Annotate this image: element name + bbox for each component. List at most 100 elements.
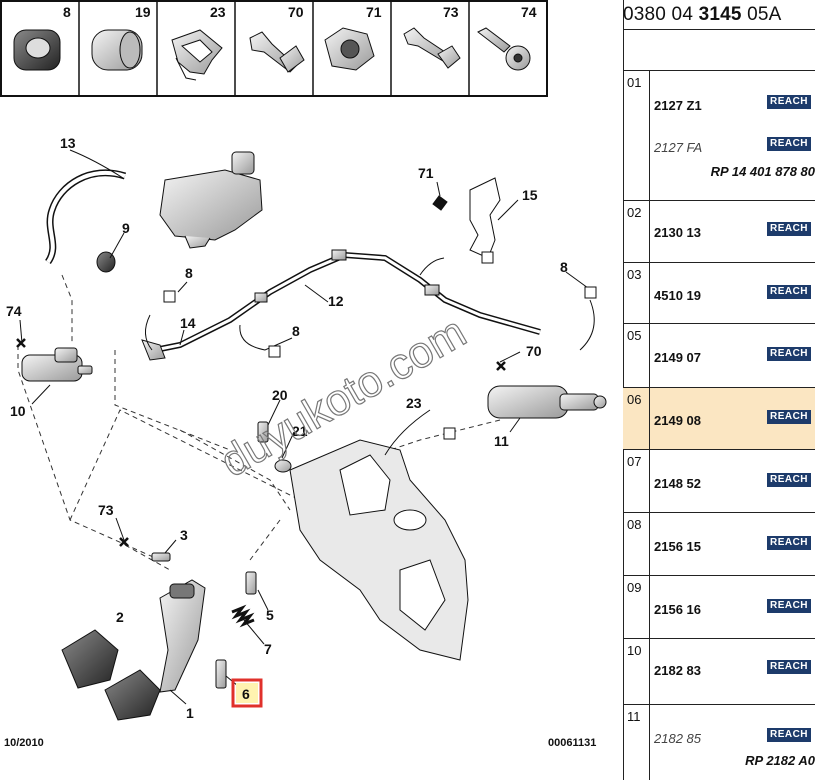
reach-badge: REACH bbox=[767, 599, 811, 613]
callout-14: 14 bbox=[180, 315, 196, 331]
pin-3 bbox=[151, 552, 171, 562]
parts-row-07[interactable]: 07 2148 52 REACH bbox=[623, 450, 815, 513]
reference-prefix: 0380 04 bbox=[623, 4, 694, 25]
nut-icon bbox=[324, 27, 375, 71]
callout-7: 7 bbox=[264, 641, 272, 657]
reach-badge: REACH bbox=[767, 137, 811, 151]
callout-71: 71 bbox=[418, 165, 434, 181]
parts-row-10[interactable]: 10 2182 83 REACH bbox=[623, 639, 815, 705]
reference-number: 0380 04 3145 05A bbox=[623, 0, 815, 29]
callout-74: 74 bbox=[6, 303, 22, 319]
legend-label-8: 8 bbox=[63, 4, 71, 20]
part-code[interactable]: 2156 16 bbox=[654, 602, 701, 617]
threaded-bolt-icon bbox=[403, 27, 461, 69]
callout-1: 1 bbox=[186, 705, 194, 721]
part-code-alt[interactable]: 2127 FA bbox=[654, 140, 703, 155]
hose-13 bbox=[44, 169, 127, 265]
parts-row-08[interactable]: 08 2156 15 REACH bbox=[623, 513, 815, 576]
marker-cross-74 bbox=[16, 338, 26, 348]
part-code[interactable]: 2149 07 bbox=[654, 350, 701, 365]
reach-badge: REACH bbox=[767, 95, 811, 109]
row-number: 11 bbox=[623, 705, 650, 780]
parts-row-09[interactable]: 09 2156 16 REACH bbox=[623, 576, 815, 639]
callout-8c: 8 bbox=[560, 259, 568, 275]
pipe-12 bbox=[154, 251, 541, 353]
legend-label-23: 23 bbox=[210, 4, 226, 20]
row-number: 10 bbox=[623, 639, 650, 704]
callout-5: 5 bbox=[266, 607, 274, 623]
pin-6 bbox=[215, 659, 227, 689]
bolt-20 bbox=[257, 421, 269, 443]
callout-8a: 8 bbox=[185, 265, 193, 281]
row-number: 07 bbox=[623, 450, 650, 512]
callout-12: 12 bbox=[328, 293, 344, 309]
replacement-ref: RP 14 401 878 80 bbox=[710, 164, 815, 179]
part-code[interactable]: 2149 08 bbox=[654, 413, 701, 428]
footer-date: 10/2010 bbox=[4, 737, 44, 749]
legend-label-71: 71 bbox=[366, 4, 382, 20]
callout-23: 23 bbox=[406, 395, 422, 411]
callout-73: 73 bbox=[98, 502, 114, 518]
callout-70: 70 bbox=[526, 343, 542, 359]
highlight-box-6 bbox=[231, 678, 263, 708]
row-number: 06 bbox=[623, 388, 650, 449]
parts-row-11[interactable]: 11 2182 85 REACH RP 2182 A0 bbox=[623, 705, 815, 780]
callout-10: 10 bbox=[10, 403, 26, 419]
parts-row-05[interactable]: 05 2149 07 REACH bbox=[623, 324, 815, 388]
marker-cross-73 bbox=[119, 537, 129, 547]
pin-5 bbox=[245, 571, 257, 595]
parts-row-03[interactable]: 03 4510 19 REACH bbox=[623, 263, 815, 324]
parts-row-06-selected[interactable]: 06 2149 08 REACH bbox=[623, 388, 815, 450]
part-code[interactable]: 4510 19 bbox=[654, 288, 701, 303]
replacement-ref: RP 2182 A0 bbox=[745, 753, 815, 768]
marker-square-8b bbox=[268, 345, 281, 358]
parts-diagram: 8 19 23 70 71 73 74 bbox=[0, 0, 607, 749]
parts-row-02[interactable]: 02 2130 13 REACH bbox=[623, 201, 815, 263]
legend-label-19: 19 bbox=[135, 4, 151, 20]
bush-icon bbox=[13, 29, 61, 71]
reach-badge: REACH bbox=[767, 728, 811, 742]
part-code[interactable]: 2156 15 bbox=[654, 539, 701, 554]
pedal-pads-2 bbox=[61, 629, 161, 721]
flange-bolt-icon bbox=[249, 31, 305, 73]
cross-markers bbox=[16, 338, 506, 547]
diagram-svg: 8 19 23 70 71 73 74 bbox=[0, 0, 607, 749]
reach-badge: REACH bbox=[767, 473, 811, 487]
fluid-reservoir bbox=[159, 151, 263, 249]
legend-label-74: 74 bbox=[521, 4, 537, 20]
spring-7 bbox=[231, 604, 255, 628]
pedal-arm-1 bbox=[159, 579, 206, 693]
reach-badge: REACH bbox=[767, 347, 811, 361]
blank-row bbox=[623, 29, 815, 71]
part-code[interactable]: 2182 83 bbox=[654, 663, 701, 678]
parts-row-01[interactable]: 01 2127 Z1 REACH 2127 FA REACH RP 14 401… bbox=[623, 71, 815, 201]
callout-9: 9 bbox=[122, 220, 130, 236]
torx-bolt-icon bbox=[477, 27, 531, 71]
callout-2: 2 bbox=[116, 609, 124, 625]
reference-suffix: 05A bbox=[747, 4, 782, 25]
slave-cylinder-11 bbox=[487, 385, 607, 419]
assembly-guides bbox=[17, 274, 501, 571]
marker-square-8a bbox=[163, 290, 176, 303]
part-code[interactable]: 2148 52 bbox=[654, 476, 701, 491]
callout-6: 6 bbox=[242, 686, 250, 702]
marker-cross-70 bbox=[496, 361, 506, 371]
callout-8b: 8 bbox=[292, 323, 300, 339]
clip-icon bbox=[171, 29, 223, 81]
marker-square-15 bbox=[481, 251, 494, 264]
callout-15: 15 bbox=[522, 187, 538, 203]
panel-header-border bbox=[623, 29, 815, 30]
callout-11: 11 bbox=[494, 433, 509, 449]
callout-13: 13 bbox=[60, 135, 76, 151]
washer-21 bbox=[274, 459, 292, 473]
part-code[interactable]: 2182 85 bbox=[654, 731, 701, 746]
part-code[interactable]: 2127 Z1 bbox=[654, 98, 702, 113]
part-code[interactable]: 2130 13 bbox=[654, 225, 701, 240]
marker-square-8c bbox=[584, 286, 597, 299]
row-number: 02 bbox=[623, 201, 650, 262]
legend-strip: 8 19 23 70 71 73 74 bbox=[0, 0, 548, 97]
legend-label-73: 73 bbox=[443, 4, 459, 20]
master-cylinder-10 bbox=[21, 347, 93, 382]
row-number: 03 bbox=[623, 263, 650, 323]
callout-20: 20 bbox=[272, 387, 288, 403]
